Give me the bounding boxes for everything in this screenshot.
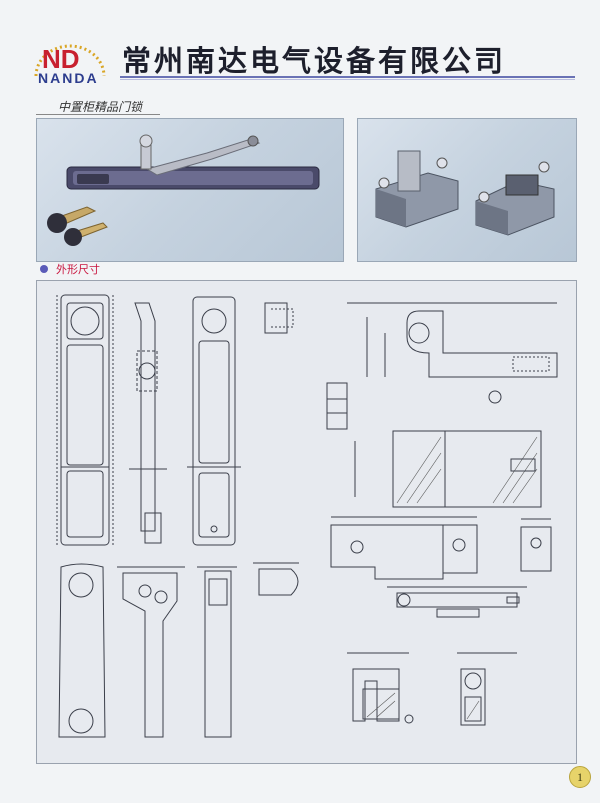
bar-view <box>197 566 237 738</box>
lock-handle-photo <box>36 118 344 262</box>
product-title: 中置柜精品门锁 <box>58 100 143 114</box>
clip-view <box>253 562 299 596</box>
latch-section-view <box>354 430 542 508</box>
logo-text: NANDA <box>38 70 99 86</box>
svg-text:ND: ND <box>42 44 80 74</box>
handle-side-profile <box>129 302 167 544</box>
page-number: 1 <box>569 766 591 788</box>
company-name: 常州南达电气设备有限公司 <box>122 44 507 78</box>
bracket-front-view <box>330 516 478 580</box>
latch-plate-view <box>457 652 517 726</box>
latch-parts-photo <box>357 118 577 262</box>
shaft-view <box>387 586 527 618</box>
handle-bottom-view <box>58 563 106 738</box>
latch-side-view <box>347 302 558 404</box>
handle-rear-view <box>187 296 241 546</box>
handle-front-view <box>56 294 114 546</box>
technical-drawing <box>36 280 577 764</box>
small-bracket-view <box>264 302 294 334</box>
dimension-section-label: 外形尺寸 <box>56 263 100 276</box>
datum-box <box>326 382 348 430</box>
header-divider-thin <box>120 79 575 80</box>
product-title-underline <box>36 114 160 115</box>
lever-view <box>117 566 185 738</box>
dimension-section-title: 外形尺寸 <box>40 261 100 277</box>
bracket-end-view <box>520 518 552 572</box>
u-bracket-view <box>347 652 414 724</box>
header-divider <box>120 76 575 78</box>
bullet-icon <box>40 265 48 273</box>
nanda-logo: ND <box>34 44 106 77</box>
